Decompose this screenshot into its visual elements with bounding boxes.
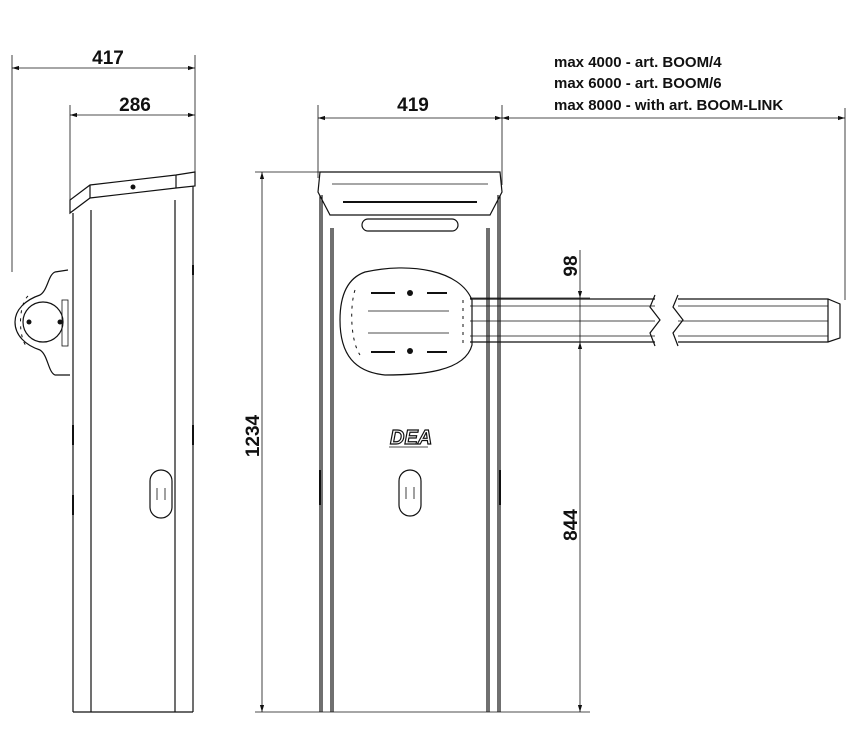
motor-cover <box>339 267 473 376</box>
dimension-label-1234: 1234 <box>243 414 264 457</box>
screw-icon <box>130 184 136 190</box>
front-view-slot <box>361 218 459 232</box>
dimension-label-417: 417 <box>92 48 124 69</box>
front-view-hood <box>317 171 503 216</box>
dimension-label-286: 286 <box>119 95 151 116</box>
dea-logo: DEA <box>389 426 433 450</box>
dimension-844: 844 <box>561 342 583 712</box>
boom-arm <box>470 294 841 347</box>
dimension-286: 286 <box>69 95 195 212</box>
svg-text:DEA: DEA <box>390 427 432 449</box>
dimension-1234: 1234 <box>243 171 590 713</box>
dimension-boom-length: max 4000 - art. BOOM/4 max 6000 - art. B… <box>502 54 846 300</box>
front-view-cabinet <box>319 195 501 712</box>
screw-icon <box>407 348 413 354</box>
boom-break-left <box>649 294 661 347</box>
boom-break-right <box>672 294 684 347</box>
screw-icon <box>407 290 413 296</box>
side-view-cabinet <box>72 186 194 713</box>
boom-note-2: max 6000 - art. BOOM/6 <box>554 75 722 92</box>
side-view-hood <box>69 171 196 215</box>
boom-note-3: max 8000 - with art. BOOM-LINK <box>554 97 783 114</box>
dimension-98: 98 <box>470 250 590 343</box>
dimension-label-844: 844 <box>561 509 582 541</box>
dimension-label-98: 98 <box>561 255 582 276</box>
side-view-handle <box>149 469 173 519</box>
dimension-417: 417 <box>11 48 196 272</box>
boom-note-1: max 4000 - art. BOOM/4 <box>554 54 722 71</box>
side-view-boom-bracket <box>14 269 70 376</box>
front-view-handle <box>398 469 422 517</box>
dimension-label-419: 419 <box>397 95 429 116</box>
